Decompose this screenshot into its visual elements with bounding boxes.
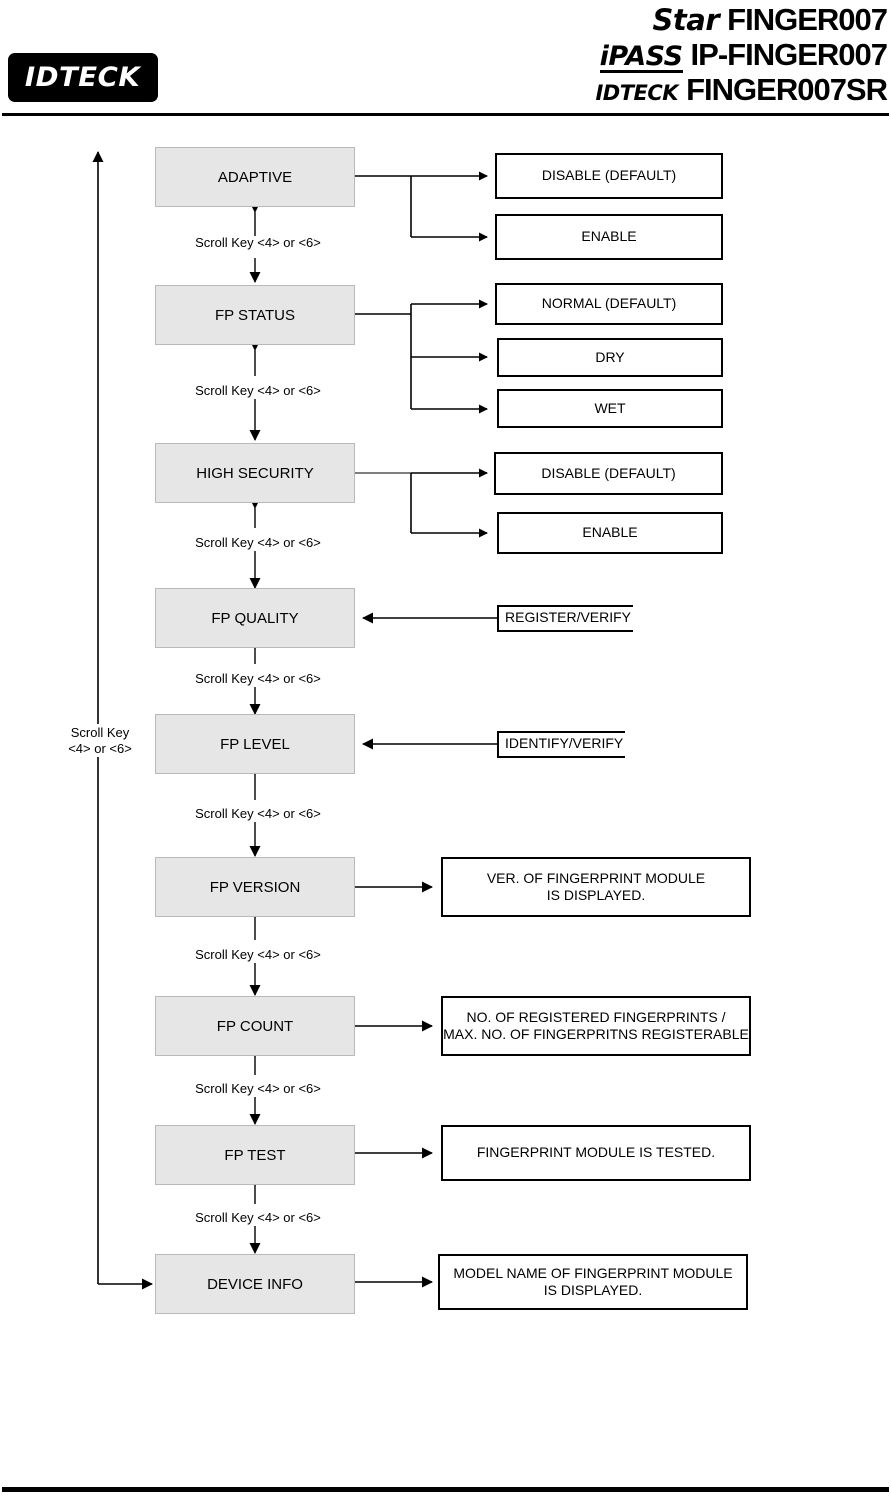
description-line-2: IS DISPLAYED. [546,887,646,903]
menu-item-fp-version[interactable]: FP VERSION [155,857,355,917]
tag-register-verify: REGISTER/VERIFY [497,605,634,632]
brand-idteck-label: IDTECK [595,81,679,105]
option-box-adaptive-disable[interactable]: DISABLE (DEFAULT) [495,153,723,199]
idteck-logo-text: IDTECK [25,62,141,93]
menu-item-label: HIGH SECURITY [196,464,314,482]
description-box-fp-version: VER. OF FINGERPRINT MODULE IS DISPLAYED. [441,857,751,917]
menu-item-high-security[interactable]: HIGH SECURITY [155,443,355,503]
description-line-1: MODEL NAME OF FINGERPRINT MODULE [453,1264,733,1281]
menu-item-fp-status[interactable]: FP STATUS [155,285,355,345]
description-box-device-info: MODEL NAME OF FINGERPRINT MODULE IS DISP… [438,1254,748,1310]
model-row-ipass: iPASS IP-FINGER007 [417,37,888,73]
menu-item-label: ADAPTIVE [217,168,293,186]
model-row-idteck: IDTECK FINGER007SR [417,72,888,107]
menu-item-label: FP QUALITY [211,609,299,627]
scroll-key-loop-label: Scroll Key <4> or <6> [55,724,145,758]
model-name-ip-finger007: IP-FINGER007 [690,37,888,72]
menu-item-device-info[interactable]: DEVICE INFO [155,1254,355,1314]
scroll-key-label: Scroll Key <4> or <6> [155,1210,361,1226]
scroll-key-label: Scroll Key <4> or <6> [155,535,361,551]
option-box-fp-status-normal[interactable]: NORMAL (DEFAULT) [495,283,723,325]
model-name-finger007sr: FINGER007SR [686,72,888,107]
brand-ipass-label: iPASS [599,41,683,73]
tag-identify-verify: IDENTIFY/VERIFY [497,731,626,758]
option-box-adaptive-enable[interactable]: ENABLE [495,214,723,260]
scroll-key-label: Scroll Key <4> or <6> [155,1081,361,1097]
option-box-high-security-disable[interactable]: DISABLE (DEFAULT) [494,452,723,495]
option-box-fp-status-dry[interactable]: DRY [497,338,723,377]
menu-item-fp-level[interactable]: FP LEVEL [155,714,355,774]
tag-label: IDENTIFY/VERIFY [505,735,624,751]
option-box-fp-status-wet[interactable]: WET [497,389,723,428]
model-row-star: Star FINGER007 [417,2,888,37]
description-box-fp-test: FINGERPRINT MODULE IS TESTED. [441,1125,751,1181]
scroll-key-label: Scroll Key <4> or <6> [155,383,361,399]
model-list: Star FINGER007 iPASS IP-FINGER007 IDTECK… [417,2,888,107]
scroll-key-label: Scroll Key <4> or <6> [155,235,361,251]
option-label: DRY [595,348,625,365]
option-label: ENABLE [581,228,637,245]
tag-label: REGISTER/VERIFY [505,609,632,625]
idteck-logo: IDTECK [8,53,158,102]
scroll-key-loop-label-line2: <4> or <6> [68,740,132,756]
description-line-1: FINGERPRINT MODULE IS TESTED. [476,1144,716,1161]
option-label: DISABLE (DEFAULT) [541,464,676,481]
option-label: WET [594,399,626,416]
description-line-1: VER. OF FINGERPRINT MODULE [486,869,706,886]
menu-item-label: FP COUNT [216,1017,294,1035]
option-label: ENABLE [582,524,638,541]
menu-item-label: FP TEST [224,1146,286,1164]
scroll-key-label: Scroll Key <4> or <6> [155,806,361,822]
scroll-key-loop-label-line1: Scroll Key [70,725,130,740]
description-box-fp-count: NO. OF REGISTERED FINGERPRINTS / MAX. NO… [441,996,751,1056]
menu-item-adaptive[interactable]: ADAPTIVE [155,147,355,207]
menu-item-fp-count[interactable]: FP COUNT [155,996,355,1056]
option-label: NORMAL (DEFAULT) [541,295,677,312]
scroll-key-label: Scroll Key <4> or <6> [155,947,361,963]
scroll-key-label: Scroll Key <4> or <6> [155,671,361,687]
menu-item-label: FP STATUS [214,306,295,324]
description-line-2: MAX. NO. OF FINGERPRITNS REGISTERABLE [443,1026,749,1042]
footer-divider [2,1487,889,1492]
menu-item-label: FP VERSION [209,878,301,896]
menu-item-label: FP LEVEL [220,735,290,753]
option-box-high-security-enable[interactable]: ENABLE [497,512,723,554]
brand-star-label: Star [652,3,720,37]
model-name-finger007: FINGER007 [727,2,888,37]
option-label: DISABLE (DEFAULT) [541,167,677,184]
description-line-1: NO. OF REGISTERED FINGERPRINTS / [466,1008,726,1025]
description-line-2: IS DISPLAYED. [543,1282,643,1298]
menu-item-label: DEVICE INFO [207,1275,303,1293]
menu-item-fp-quality[interactable]: FP QUALITY [155,588,355,648]
header-divider [2,113,889,116]
menu-item-fp-test[interactable]: FP TEST [155,1125,355,1185]
